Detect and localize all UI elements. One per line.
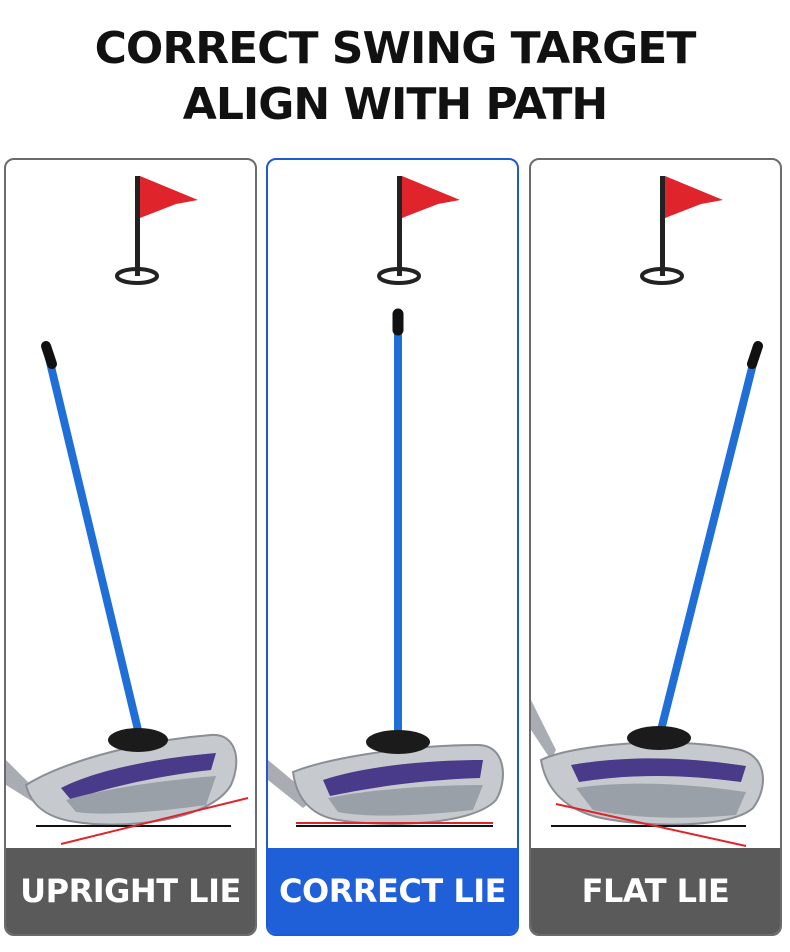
panel-upright-lie: UPRIGHT LIE	[4, 158, 257, 936]
headline-line-2: ALIGN WITH PATH	[182, 79, 608, 130]
label-correct-lie: CORRECT LIE	[268, 848, 517, 934]
golf-iron-club	[268, 730, 504, 825]
label-upright-lie: UPRIGHT LIE	[6, 848, 255, 934]
flag-hole-icon	[640, 176, 723, 285]
flat-lie-illustration	[531, 176, 764, 847]
alignment-stick	[657, 341, 763, 734]
golf-iron-club	[6, 728, 238, 826]
flag-hole-icon	[115, 176, 198, 285]
flag-hole-icon	[377, 176, 460, 285]
golf-iron-club	[531, 700, 764, 826]
headline-line-1: CORRECT SWING TARGET	[94, 23, 697, 74]
label-flat-lie: FLAT LIE	[531, 848, 780, 934]
panel-correct-lie: CORRECT LIE	[266, 158, 519, 936]
alignment-stick	[41, 341, 142, 734]
upright-lie-illustration	[6, 176, 249, 845]
lie-reference-lines	[551, 803, 747, 847]
panel-flat-lie: FLAT LIE	[529, 158, 782, 936]
lie-reference-lines	[36, 797, 249, 845]
correct-lie-illustration	[268, 176, 504, 827]
lie-reference-lines	[296, 822, 493, 827]
